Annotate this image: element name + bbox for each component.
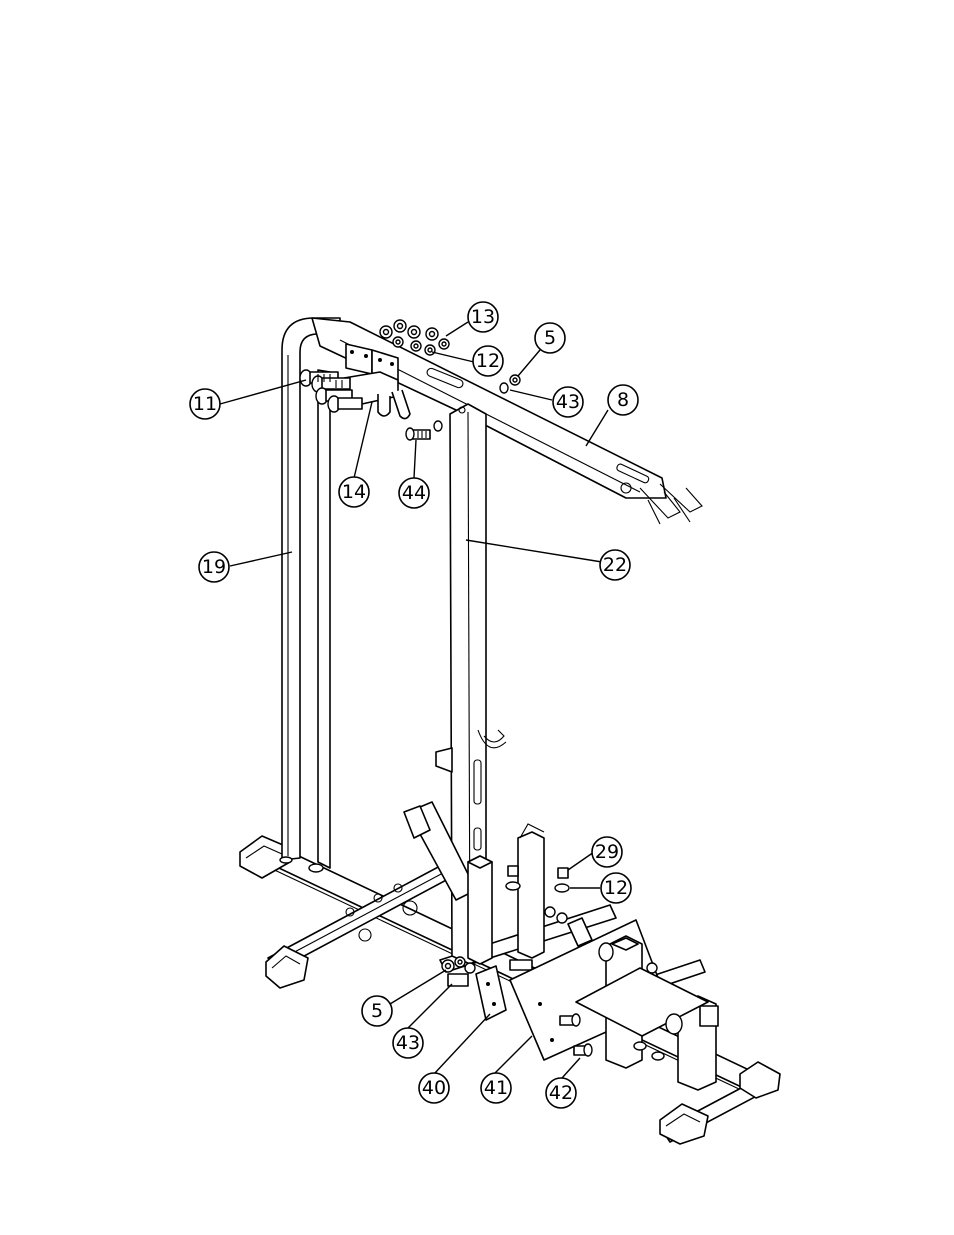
callout-44: 44	[399, 478, 429, 508]
bolt-44	[406, 421, 442, 440]
callout-22-label: 22	[603, 554, 627, 576]
callout-29: 29	[592, 837, 622, 867]
callout-12-top: 12	[473, 346, 503, 376]
callout-41: 41	[481, 1073, 511, 1103]
callout-41-label: 41	[484, 1077, 508, 1099]
callout-13-label: 13	[471, 306, 495, 328]
callout-40: 40	[419, 1073, 449, 1103]
callout-11: 11	[190, 389, 220, 419]
callout-29-label: 29	[595, 841, 619, 863]
callout-40-label: 40	[422, 1077, 446, 1099]
callout-43-bottom: 43	[393, 1028, 423, 1058]
callout-14-label: 14	[342, 481, 366, 503]
callout-43-top-label: 43	[556, 391, 580, 413]
callout-8-label: 8	[617, 389, 629, 411]
callout-13: 13	[468, 302, 498, 332]
callout-12-bottom-label: 12	[604, 877, 628, 899]
callout-43-top: 43	[553, 387, 583, 417]
foot-cap-right-rear	[740, 1062, 780, 1098]
callout-11-label: 11	[193, 393, 217, 415]
short-post-left	[468, 856, 492, 964]
callout-5-top: 5	[535, 323, 565, 353]
callout-19: 19	[199, 552, 229, 582]
callout-42: 42	[546, 1078, 576, 1108]
callout-14: 14	[339, 477, 369, 507]
callout-5-bottom: 5	[362, 996, 392, 1026]
callout-12-top-label: 12	[476, 350, 500, 372]
callout-19-label: 19	[202, 556, 226, 578]
callout-43-bottom-label: 43	[396, 1032, 420, 1054]
callout-44-label: 44	[402, 482, 426, 504]
callout-5-top-label: 5	[544, 327, 556, 349]
callout-8: 8	[608, 385, 638, 415]
callout-42-label: 42	[549, 1082, 573, 1104]
callout-22: 22	[600, 550, 630, 580]
callout-5-bottom-label: 5	[371, 1000, 383, 1022]
callout-12-bottom: 12	[601, 873, 631, 903]
